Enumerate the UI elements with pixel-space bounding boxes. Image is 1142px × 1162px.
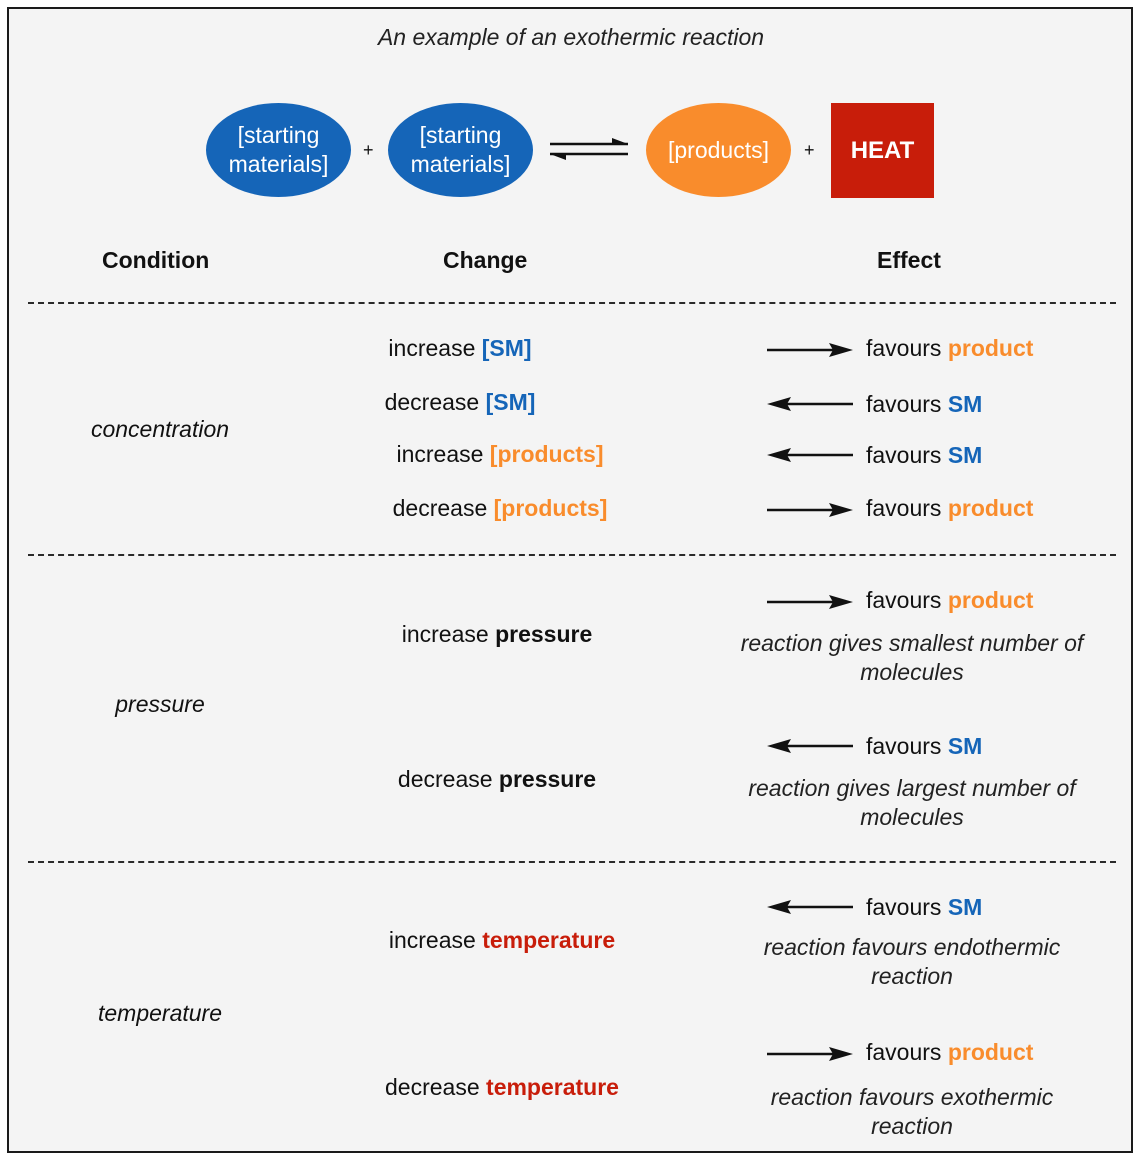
divider-2 [28, 554, 1116, 556]
effect-result: SM [947, 894, 983, 920]
effect-row: favours SM [866, 733, 982, 760]
change-target: [SM] [481, 335, 532, 361]
effect-note: reaction gives smallest number of molecu… [740, 630, 1084, 685]
change-row: decrease [SM] [230, 389, 690, 416]
header-condition: Condition [102, 247, 210, 273]
effect-row: favours product [866, 335, 1033, 362]
change-target: [SM] [485, 389, 536, 415]
change-verb: increase [388, 335, 476, 361]
starting-materials-label-1: [starting materials] [228, 122, 329, 177]
change-row: increase temperature [272, 927, 732, 954]
condition-pressure: pressure [115, 691, 205, 717]
condition-concentration: concentration [90, 416, 230, 442]
arrow-right-icon [767, 595, 853, 609]
header-effect: Effect [877, 247, 941, 273]
change-row: decrease temperature [272, 1074, 732, 1101]
arrow-right-icon [767, 503, 853, 517]
arrow-left-icon [767, 900, 853, 914]
change-verb: increase [388, 927, 476, 953]
change-verb: decrease [397, 766, 493, 792]
condition-temperature: temperature [97, 1000, 222, 1026]
effect-favours: favours [866, 442, 942, 468]
change-target: pressure [498, 766, 597, 792]
plus-sign-2: + [804, 140, 815, 160]
effect-note: reaction favours exothermic reaction [770, 1084, 1054, 1139]
effect-row: favours SM [866, 391, 982, 418]
heat-box: HEAT [831, 103, 934, 198]
change-verb: decrease [385, 1074, 480, 1100]
effect-favours: favours [866, 1039, 942, 1065]
effect-favours: favours [866, 391, 942, 417]
diagram-title: An example of an exothermic reaction [377, 24, 765, 50]
divider-3 [28, 861, 1116, 863]
effect-result: SM [947, 733, 983, 759]
starting-materials-ellipse-1: [starting materials] [206, 103, 351, 197]
change-target: pressure [495, 621, 593, 647]
heat-label: HEAT [850, 136, 915, 164]
change-target: temperature [486, 1074, 619, 1100]
change-row: increase pressure [267, 621, 727, 648]
effect-row: favours product [866, 495, 1033, 522]
starting-materials-label-2: [starting materials] [410, 122, 511, 177]
effect-note: reaction favours endothermic reaction [763, 934, 1061, 989]
effect-favours: favours [866, 587, 942, 613]
change-target: temperature [482, 927, 616, 953]
change-verb: increase [396, 441, 484, 467]
effect-result: product [947, 587, 1034, 613]
effect-row: favours SM [866, 442, 982, 469]
effect-favours: favours [866, 733, 942, 759]
effect-favours: favours [866, 894, 942, 920]
products-ellipse: [products] [646, 103, 791, 197]
effect-result: SM [947, 391, 983, 417]
effect-result: product [947, 335, 1034, 361]
effect-result: product [947, 495, 1034, 521]
effect-row: favours SM [866, 894, 982, 921]
change-row: increase [SM] [230, 335, 690, 362]
effect-note: reaction gives largest number of molecul… [748, 775, 1076, 830]
change-verb: decrease [392, 495, 488, 521]
change-verb: decrease [384, 389, 480, 415]
change-target: [products] [493, 495, 608, 521]
equilibrium-arrows-icon [550, 138, 628, 160]
change-target: [products] [489, 441, 604, 467]
header-change: Change [443, 247, 528, 273]
effect-result: SM [947, 442, 983, 468]
arrow-right-icon [767, 343, 853, 357]
starting-materials-ellipse-2: [starting materials] [388, 103, 533, 197]
plus-sign-1: + [363, 140, 374, 160]
arrow-left-icon [767, 397, 853, 411]
change-row: decrease [products] [270, 495, 730, 522]
effect-row: favours product [866, 587, 1033, 614]
divider-1 [28, 302, 1116, 304]
arrow-left-icon [767, 739, 853, 753]
change-row: increase [products] [270, 441, 730, 468]
arrow-right-icon [767, 1047, 853, 1061]
effect-result: product [947, 1039, 1034, 1065]
effect-favours: favours [866, 495, 942, 521]
arrow-left-icon [767, 448, 853, 462]
products-label: [products] [668, 136, 769, 163]
effect-favours: favours [866, 335, 942, 361]
diagram-frame [7, 7, 1133, 1153]
change-verb: increase [401, 621, 489, 647]
change-row: decrease pressure [267, 766, 727, 793]
effect-row: favours product [866, 1039, 1033, 1066]
